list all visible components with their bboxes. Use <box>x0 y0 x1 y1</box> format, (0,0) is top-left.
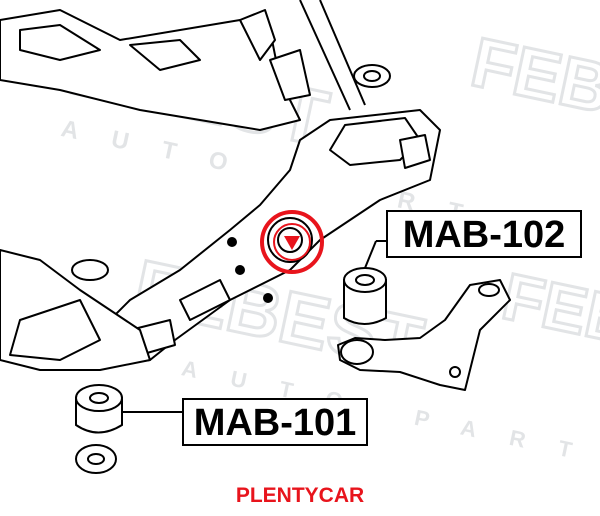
lower-left-arm <box>0 249 151 371</box>
part-label-mab-102: MAB-102 <box>386 210 582 258</box>
watermark-brand-right: FEBEST <box>465 23 600 157</box>
mounting-washers <box>75 64 391 474</box>
bushing-mab-102 <box>343 240 387 325</box>
bushing-mab-101 <box>75 384 182 434</box>
part-label-mab-101: MAB-101 <box>182 398 368 446</box>
body-structure <box>0 0 366 131</box>
febest-stamp <box>260 210 324 274</box>
febest-logo-watermark-right: FEBEST <box>463 21 600 158</box>
control-arm <box>337 279 511 391</box>
watermark-brand-right-lower: FEBEST <box>496 259 600 386</box>
plentycar-watermark: PLENTYCAR <box>235 484 365 507</box>
febest-logo-watermark-right-lower: FEBEST <box>495 257 600 387</box>
